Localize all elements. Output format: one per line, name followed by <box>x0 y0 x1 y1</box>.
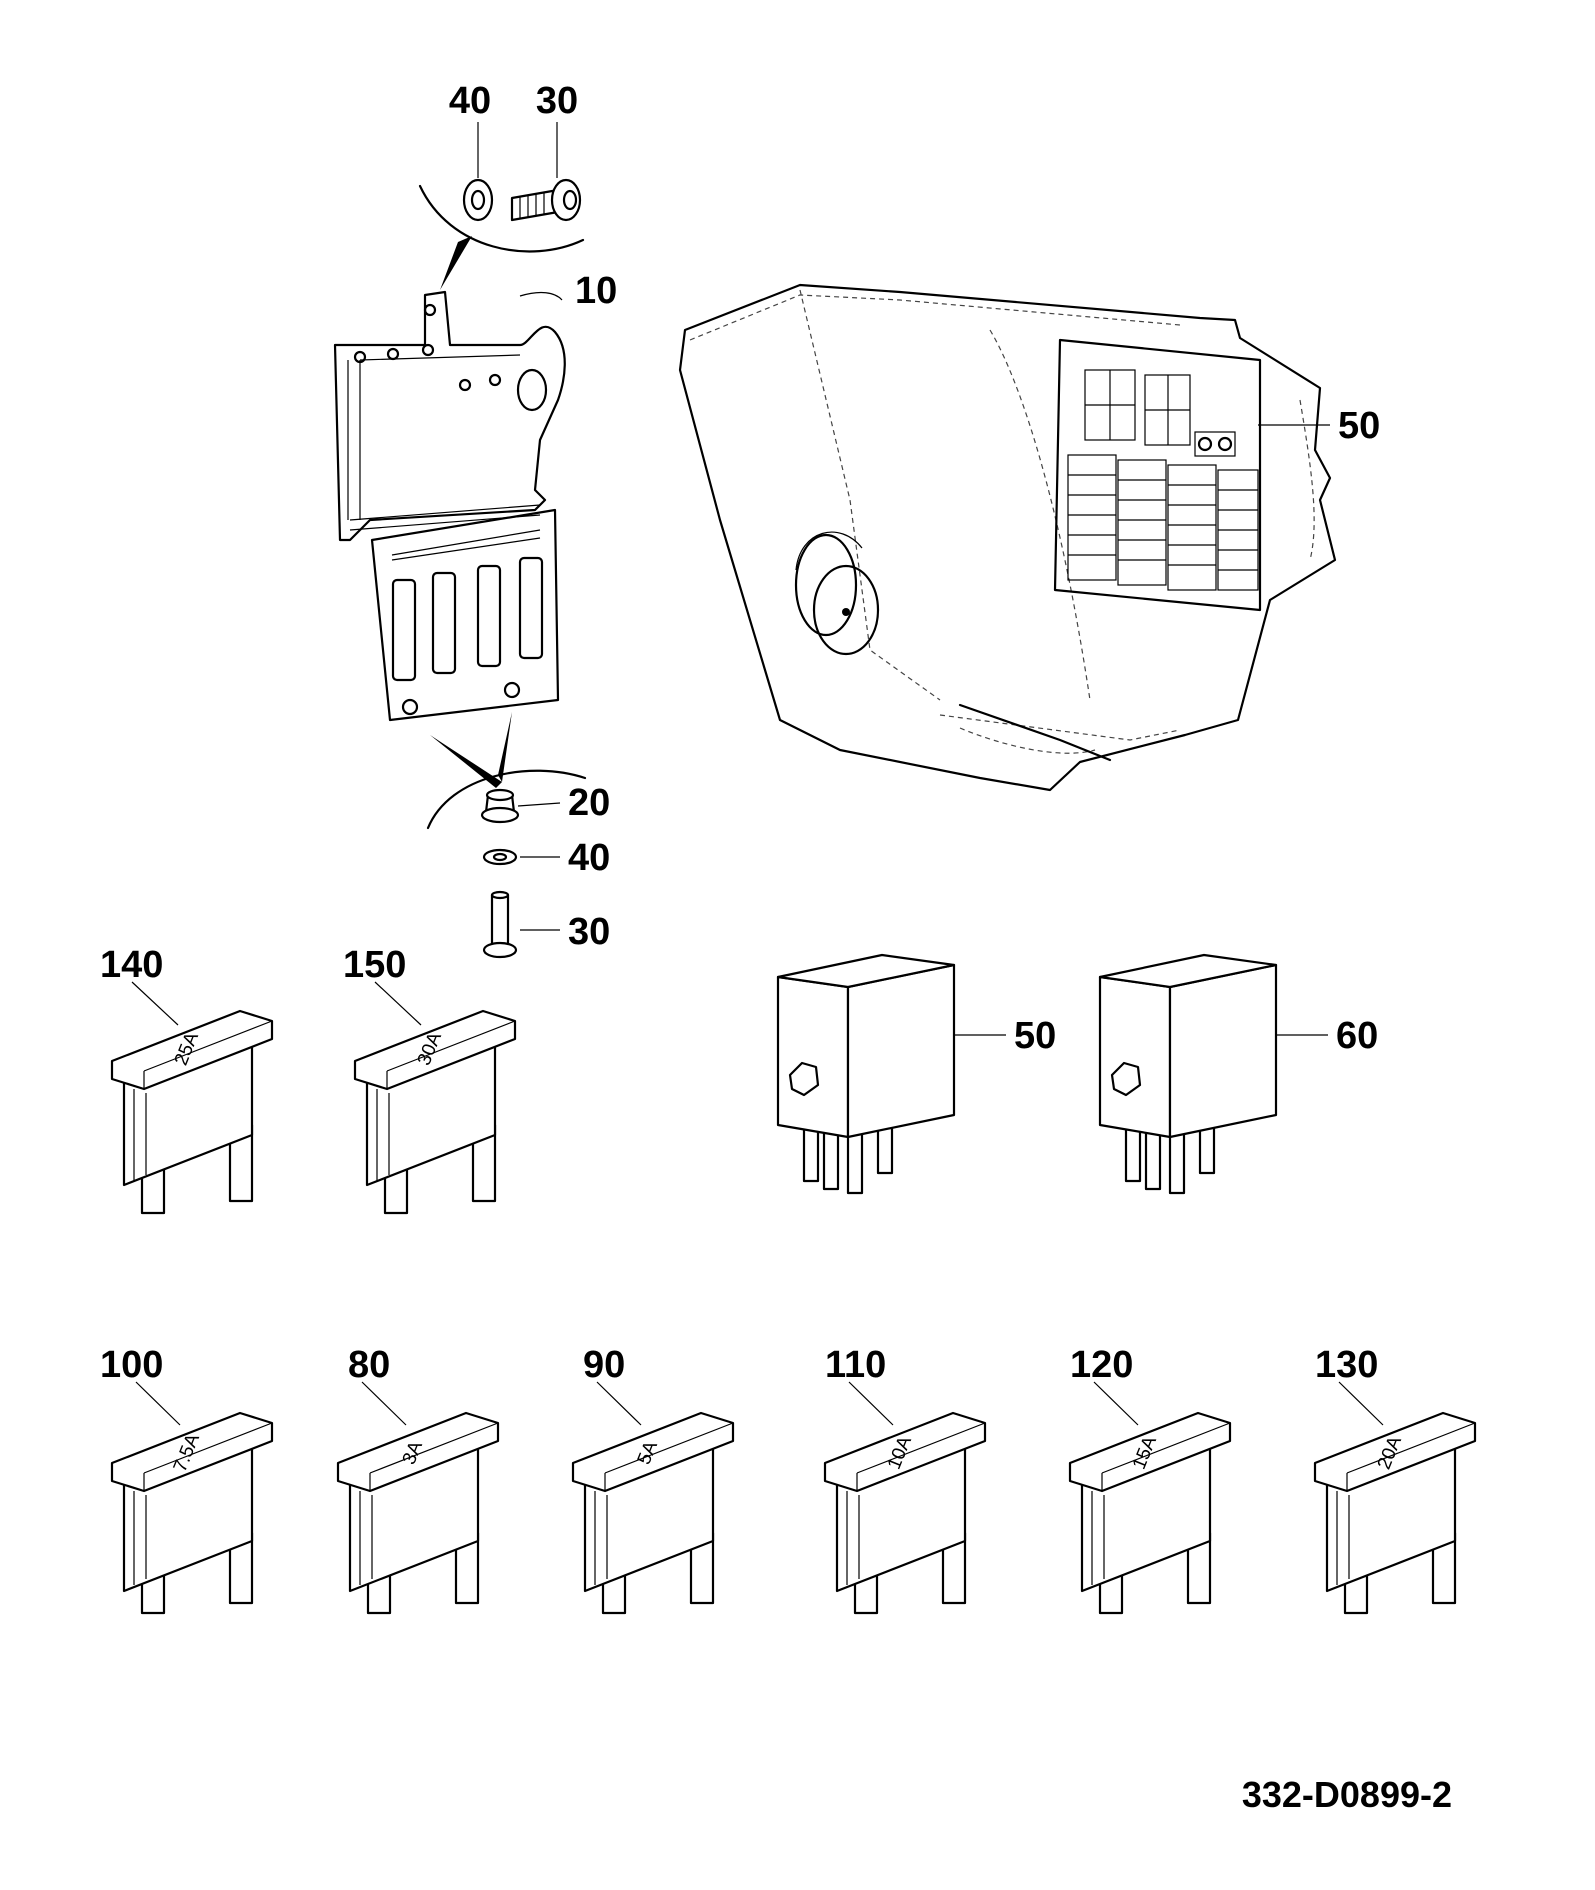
drawing-number: 332-D0899-2 <box>1242 1774 1452 1815</box>
callout-washer-top: 40 <box>449 80 491 122</box>
bracket-assembly: 40 30 10 20 40 30 <box>333 80 617 959</box>
callout-fuse: 90 <box>583 1344 625 1386</box>
relay-50: 50 <box>776 953 1056 1195</box>
callout-fuse: 150 <box>343 944 406 986</box>
fuse-small-15a: 15A 120 <box>1068 1344 1232 1615</box>
callout-fuse: 100 <box>100 1344 163 1386</box>
washer-part <box>462 178 494 222</box>
callout-fuse: 110 <box>825 1344 886 1386</box>
relay-60: 60 <box>1098 953 1378 1195</box>
fuse-small-10a: 10A 110 <box>823 1344 987 1615</box>
bolt-part <box>510 178 582 222</box>
callout-decal: 50 <box>1338 405 1380 447</box>
mounting-bracket-part <box>333 290 566 722</box>
callout-bolt-bottom: 30 <box>568 911 610 953</box>
fuse-small-5a: 5A 90 <box>571 1344 735 1615</box>
callout-fuse: 130 <box>1315 1344 1378 1386</box>
callout-bolt-top: 30 <box>536 80 578 122</box>
bolt-part <box>482 890 518 959</box>
callout-washer-bottom: 40 <box>568 837 610 879</box>
fuse-box-decal: 50 <box>1053 338 1380 612</box>
callout-relay: 50 <box>1014 1015 1056 1057</box>
fuse-large-30a: 30A 150 <box>343 944 517 1215</box>
callout-bracket: 10 <box>575 270 617 312</box>
callout-relay: 60 <box>1336 1015 1378 1057</box>
fuse-large-25a: 25A 140 <box>100 944 274 1215</box>
fuse-small-3a: 3A 80 <box>336 1344 500 1615</box>
fuse-small-20a: 20A 130 <box>1313 1344 1477 1615</box>
fuse-small-7-5a: 7.5A 100 <box>100 1344 274 1615</box>
washer-part <box>482 848 518 866</box>
callout-fuse: 120 <box>1070 1344 1133 1386</box>
callout-fuse: 140 <box>100 944 163 986</box>
callout-stud: 20 <box>568 782 610 824</box>
fuse-box-cover <box>678 283 1337 792</box>
callout-fuse: 80 <box>348 1344 390 1386</box>
stud-part <box>480 788 520 824</box>
